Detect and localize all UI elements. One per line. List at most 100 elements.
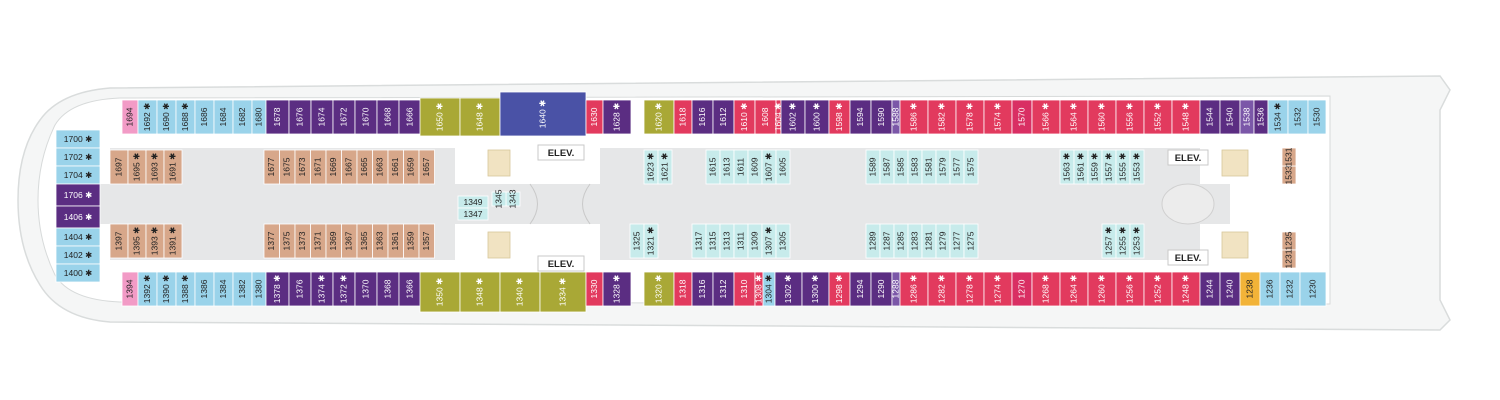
cabin[interactable]: 1268 ✱ xyxy=(1031,271,1061,307)
cabin[interactable]: 1400 ✱ xyxy=(55,263,101,283)
cabin[interactable]: 1555 ✱ xyxy=(1115,149,1131,185)
cabin[interactable]: 1285 xyxy=(893,223,909,259)
cabin[interactable]: 1397 xyxy=(109,223,129,259)
cabin[interactable]: 1286 ✱ xyxy=(899,271,929,307)
cabin[interactable]: 1564 ✱ xyxy=(1059,99,1089,135)
cabin[interactable]: 1676 xyxy=(288,99,312,135)
cabin[interactable]: 1588 xyxy=(890,99,901,135)
cabin[interactable]: 1560 ✱ xyxy=(1087,99,1117,135)
cabin[interactable]: 1700 ✱ xyxy=(55,129,101,149)
cabin[interactable]: 1230 xyxy=(1299,271,1327,307)
cabin[interactable]: 1704 ✱ xyxy=(55,165,101,185)
cabin[interactable]: 1382 xyxy=(232,271,253,307)
cabin[interactable]: 1548 ✱ xyxy=(1171,99,1201,135)
cabin[interactable]: 1668 xyxy=(376,99,400,135)
cabin[interactable]: 1334 ✱ xyxy=(539,271,587,313)
cabin[interactable]: 1373 xyxy=(294,223,311,259)
cabin[interactable]: 1538 xyxy=(1239,99,1255,135)
cabin[interactable]: 1279 xyxy=(935,223,951,259)
cabin[interactable]: 1390 ✱ xyxy=(156,271,177,307)
cabin[interactable]: 1678 xyxy=(265,99,290,135)
cabin[interactable]: 1367 xyxy=(341,223,358,259)
cabin[interactable]: 1264 ✱ xyxy=(1059,271,1089,307)
cabin[interactable]: 1648 ✱ xyxy=(459,97,501,137)
cabin[interactable]: 1312 xyxy=(712,271,735,307)
cabin[interactable]: 1253 ✱ xyxy=(1129,223,1145,259)
cabin[interactable]: 1376 xyxy=(288,271,312,307)
cabin[interactable]: 1659 xyxy=(403,149,420,185)
cabin[interactable]: 1623 ✱ xyxy=(643,149,659,185)
cabin[interactable]: 1348 ✱ xyxy=(459,271,501,313)
cabin[interactable]: 1320 ✱ xyxy=(643,271,675,307)
cabin[interactable]: 1557 ✱ xyxy=(1101,149,1117,185)
cabin[interactable]: 1282 ✱ xyxy=(927,271,957,307)
cabin[interactable]: 1692 ✱ xyxy=(137,99,158,135)
cabin[interactable]: 1395 ✱ xyxy=(127,223,147,259)
cabin[interactable]: 1608 xyxy=(754,99,777,135)
cabin[interactable]: 1530 xyxy=(1307,99,1327,135)
cabin[interactable]: 1372 ✱ xyxy=(332,271,356,307)
cabin[interactable]: 1384 xyxy=(213,271,234,307)
cabin[interactable]: 1313 xyxy=(719,223,735,259)
cabin[interactable]: 1256 ✱ xyxy=(1115,271,1145,307)
cabin[interactable]: 1406 ✱ xyxy=(55,205,101,229)
cabin[interactable]: 1600 ✱ xyxy=(804,99,830,135)
cabin[interactable]: 1402 ✱ xyxy=(55,245,101,265)
cabin[interactable]: 1667 xyxy=(341,149,358,185)
cabin[interactable]: 1618 xyxy=(673,99,693,135)
cabin[interactable]: 1257 ✱ xyxy=(1101,223,1117,259)
cabin[interactable]: 1298 ✱ xyxy=(828,271,851,307)
cabin[interactable]: 1650 ✱ xyxy=(419,97,461,137)
cabin[interactable]: 1404 ✱ xyxy=(55,227,101,247)
cabin[interactable]: 1585 xyxy=(893,149,909,185)
cabin[interactable]: 1309 xyxy=(747,223,763,259)
cabin[interactable]: 1287 xyxy=(879,223,895,259)
cabin[interactable]: 1607 ✱ xyxy=(761,149,777,185)
cabin[interactable]: 1661 xyxy=(387,149,404,185)
cabin[interactable]: 1675 xyxy=(279,149,296,185)
cabin[interactable]: 1315 xyxy=(705,223,721,259)
cabin[interactable]: 1669 xyxy=(325,149,342,185)
cabin[interactable]: 1706 ✱ xyxy=(55,183,101,207)
cabin[interactable]: 1374 ✱ xyxy=(310,271,334,307)
cabin[interactable]: 1534 ✱ xyxy=(1267,99,1289,135)
cabin[interactable]: 1566 ✱ xyxy=(1031,99,1061,135)
cabin[interactable]: 1563 ✱ xyxy=(1059,149,1075,185)
cabin[interactable]: 1370 xyxy=(354,271,378,307)
cabin[interactable]: 1594 xyxy=(849,99,872,135)
cabin[interactable]: 1586 ✱ xyxy=(899,99,929,135)
cabin[interactable]: 1579 xyxy=(935,149,951,185)
cabin[interactable]: 1673 xyxy=(294,149,311,185)
cabin[interactable]: 1283 xyxy=(907,223,923,259)
cabin[interactable]: 1255 ✱ xyxy=(1115,223,1131,259)
cabin[interactable]: 1391 ✱ xyxy=(163,223,183,259)
cabin[interactable]: 1574 ✱ xyxy=(983,99,1013,135)
cabin[interactable]: 1688 ✱ xyxy=(175,99,196,135)
cabin[interactable]: 1630 xyxy=(585,99,604,135)
cabin[interactable]: 1347 xyxy=(457,207,489,221)
cabin[interactable]: 1349 xyxy=(457,195,489,209)
cabin[interactable]: 1378 ✱ xyxy=(265,271,290,307)
cabin[interactable]: 1602 ✱ xyxy=(780,99,806,135)
cabin[interactable]: 1581 xyxy=(921,149,937,185)
cabin[interactable]: 1361 xyxy=(387,223,404,259)
cabin[interactable]: 1343 xyxy=(505,189,521,208)
cabin[interactable]: 1556 ✱ xyxy=(1115,99,1145,135)
cabin[interactable]: 1375 xyxy=(279,223,296,259)
cabin[interactable]: 1598 ✱ xyxy=(828,99,851,135)
cabin[interactable]: 1663 xyxy=(372,149,389,185)
cabin[interactable]: 1615 xyxy=(705,149,721,185)
cabin[interactable]: 1657 xyxy=(418,149,435,185)
cabin[interactable]: 1270 xyxy=(1011,271,1033,307)
cabin[interactable]: 1318 xyxy=(673,271,693,307)
cabin[interactable]: 1308 ✱ xyxy=(753,271,764,307)
cabin[interactable]: 1294 xyxy=(849,271,872,307)
cabin[interactable]: 1570 xyxy=(1011,99,1033,135)
cabin[interactable]: 1240 xyxy=(1219,271,1241,307)
cabin[interactable]: 1277 xyxy=(949,223,965,259)
cabin[interactable]: 1386 xyxy=(194,271,215,307)
cabin[interactable]: 1260 ✱ xyxy=(1087,271,1117,307)
cabin[interactable]: 1536 xyxy=(1253,99,1269,135)
cabin[interactable]: 1674 xyxy=(310,99,334,135)
cabin[interactable]: 1328 ✱ xyxy=(602,271,632,307)
